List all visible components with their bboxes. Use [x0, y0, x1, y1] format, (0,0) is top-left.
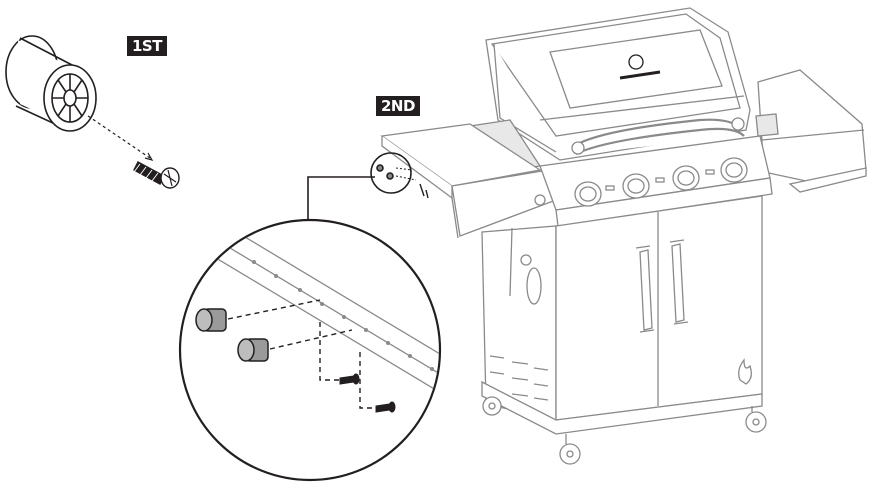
step-label-second: 2ND — [376, 96, 420, 116]
magnified-detail-circle — [178, 218, 442, 482]
gas-grill-illustration — [380, 7, 867, 465]
bolt-adapter-icon — [5, 35, 97, 132]
screw-icon — [133, 161, 180, 189]
screw-part — [339, 373, 396, 413]
leader-line — [307, 176, 375, 220]
adapter-part — [195, 308, 269, 362]
step-label-first: 1ST — [127, 36, 167, 56]
callout-circle — [370, 152, 429, 199]
insert-arrow — [87, 115, 151, 159]
